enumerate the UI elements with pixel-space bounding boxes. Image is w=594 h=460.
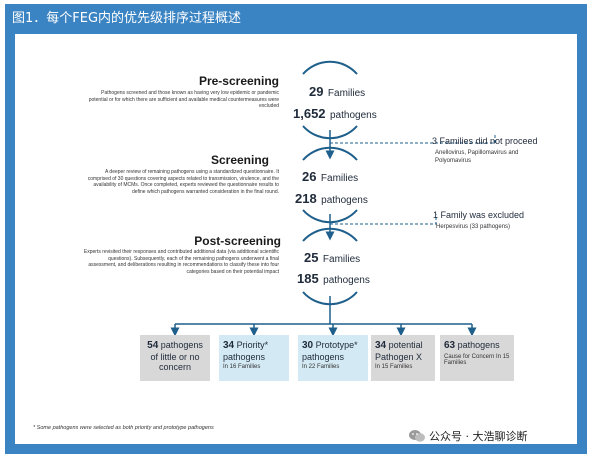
category-label: potential Pathogen X bbox=[375, 340, 423, 362]
diagram-panel: Pre-screening Pathogens screened and tho… bbox=[15, 34, 577, 444]
families-label: Families bbox=[327, 88, 366, 99]
pathogens-count-post: 185 pathogens bbox=[297, 270, 370, 288]
footnote: * Some pathogens were selected as both p… bbox=[33, 425, 214, 431]
exclusion-title-2: 1 Family was excluded bbox=[433, 210, 525, 220]
pathogens-count-pre: 1,652 pathogens bbox=[293, 105, 377, 123]
category-label: pathogens of little or no concern bbox=[150, 340, 203, 372]
pathogens-value: 1,652 bbox=[293, 106, 326, 121]
category-label: Prototype* pathogens bbox=[302, 340, 358, 362]
pathogens-value: 218 bbox=[295, 191, 317, 206]
stage-title-post-screening: Post-screening bbox=[194, 234, 281, 248]
stage-desc-screening: A deeper review of remaining pathogens u… bbox=[87, 169, 279, 195]
wechat-icon bbox=[409, 430, 425, 442]
category-text: 30 Prototype* pathogens bbox=[302, 340, 364, 362]
stage-desc-post-screening: Experts revisited their responses and co… bbox=[83, 249, 279, 275]
category-box-prototype: 30 Prototype* pathogens In 22 Families bbox=[298, 335, 368, 381]
arc-top-pre bbox=[302, 60, 358, 75]
figure-title: 图1．每个FEG内的优先级排序过程概述 bbox=[12, 11, 242, 26]
families-count-screening: 26 Families bbox=[302, 168, 358, 186]
category-label: pathogens bbox=[457, 340, 500, 350]
category-sub: Cause for Concern In 15 Families bbox=[444, 353, 510, 366]
flow-connectors bbox=[170, 60, 496, 337]
watermark: 公众号 · 大浩聊诊断 bbox=[409, 428, 528, 444]
watermark-text: 公众号 · 大浩聊诊断 bbox=[429, 430, 528, 443]
stage-desc-pre-screening: Pathogens screened and those known as ha… bbox=[88, 90, 279, 110]
exclusion-title-1: 3 Families did not proceed bbox=[432, 136, 538, 146]
category-value: 63 bbox=[444, 340, 456, 351]
families-label: Families bbox=[320, 173, 359, 184]
pathogens-label: pathogens bbox=[323, 275, 370, 286]
figure-frame: 图1．每个FEG内的优先级排序过程概述 bbox=[5, 4, 587, 454]
category-value: 34 bbox=[223, 340, 235, 351]
families-value: 29 bbox=[309, 84, 324, 99]
exclusion-connector-2 bbox=[330, 214, 437, 225]
category-value: 30 bbox=[302, 340, 314, 351]
category-label: Priority* pathogens bbox=[223, 340, 269, 362]
exclusion-detail-2: Herpesvirus (33 pathogens) bbox=[436, 224, 511, 230]
category-box-priority: 34 Priority* pathogens In 16 Families bbox=[219, 335, 289, 381]
exclusion-detail-1: Anellovirus, Papillomavirus and Polyomav… bbox=[435, 150, 519, 164]
stage-title-pre-screening: Pre-screening bbox=[198, 74, 279, 88]
category-sub: In 16 Families bbox=[223, 364, 261, 370]
category-value: 34 bbox=[375, 340, 387, 351]
families-value: 26 bbox=[302, 169, 317, 184]
category-box-pathogen-x: 34 potential Pathogen X In 15 Families bbox=[371, 335, 435, 381]
pathogens-label: pathogens bbox=[330, 110, 377, 121]
category-text: 63 pathogens bbox=[444, 340, 510, 352]
category-sub: In 22 Families bbox=[302, 364, 340, 370]
families-value: 25 bbox=[304, 250, 319, 265]
category-text: 34 Priority* pathogens bbox=[223, 340, 285, 362]
category-text: 34 potential Pathogen X bbox=[375, 340, 431, 362]
category-value: 54 bbox=[147, 340, 159, 351]
category-sub: In 15 Families bbox=[375, 364, 413, 370]
category-text: 54 pathogens of little or no concern bbox=[144, 340, 206, 373]
families-count-post: 25 Families bbox=[304, 249, 360, 267]
pathogens-value: 185 bbox=[297, 271, 319, 286]
stage-title-screening: Screening bbox=[210, 153, 269, 167]
exclusion-connector-1 bbox=[330, 134, 496, 144]
pathogens-count-screening: 218 pathogens bbox=[295, 190, 368, 208]
families-label: Families bbox=[322, 254, 361, 265]
pathogens-label: pathogens bbox=[321, 195, 368, 206]
families-count-pre: 29 Families bbox=[309, 83, 365, 101]
category-box-cause-for-concern: 63 pathogens Cause for Concern In 15 Fam… bbox=[440, 335, 514, 381]
category-box-little-concern: 54 pathogens of little or no concern bbox=[140, 335, 210, 381]
